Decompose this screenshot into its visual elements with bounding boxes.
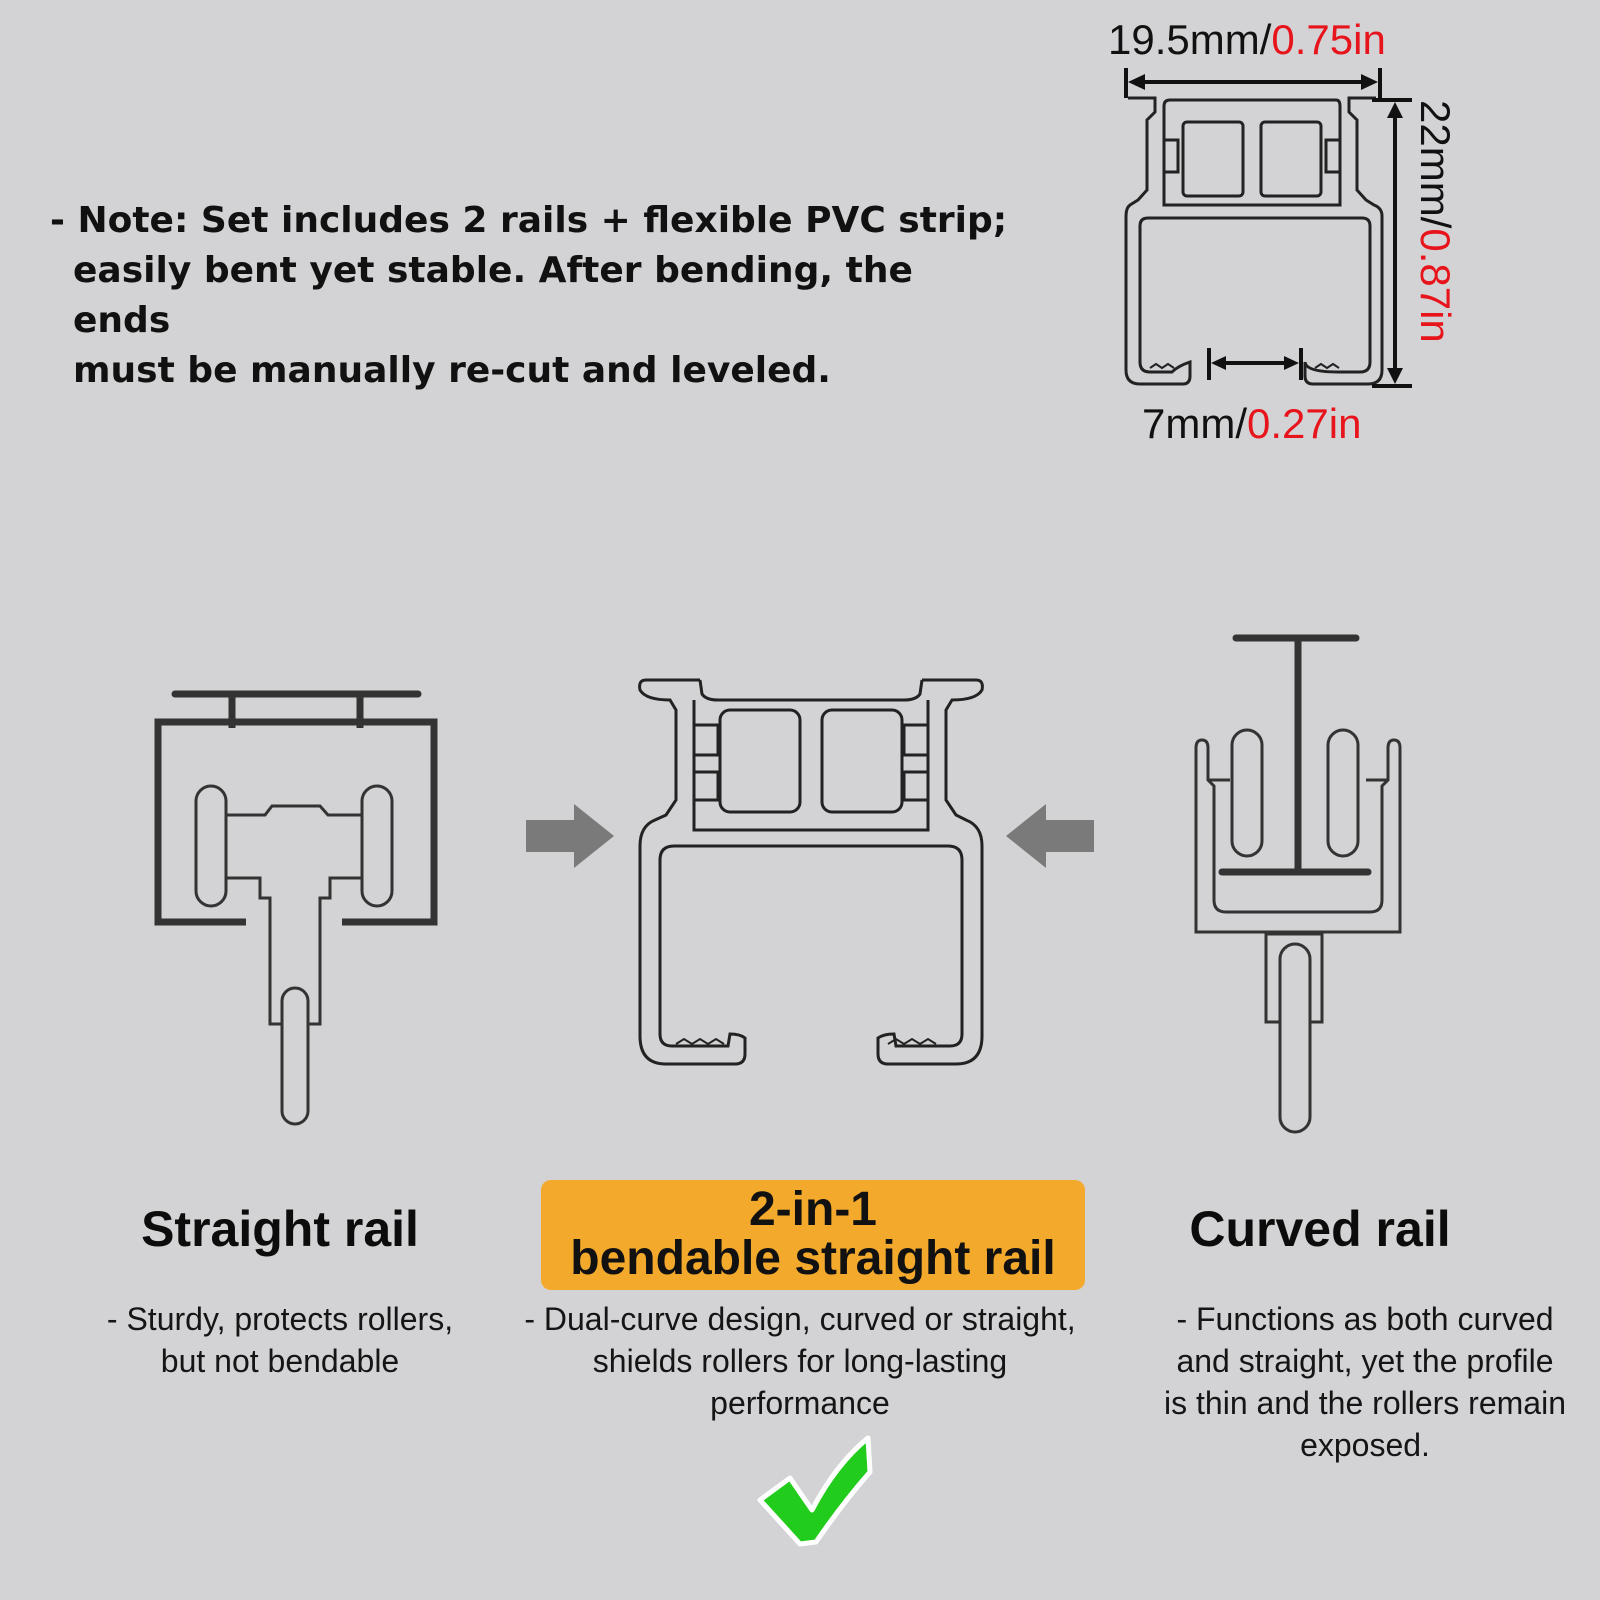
curved-desc-line-2: and straight, yet the profile <box>1176 1343 1554 1379</box>
dimension-profile-drawing <box>1124 96 1384 386</box>
width-mm: 19.5mm/ <box>1108 16 1272 63</box>
bendable-rail-title-line-2: bendable straight rail <box>570 1232 1056 1285</box>
bendable-desc-line-1: - Dual-curve design, curved or straight, <box>524 1301 1076 1337</box>
note-line-3: must be manually re-cut and leveled. <box>73 350 831 391</box>
bendable-rail-badge: 2-in-1 bendable straight rail <box>541 1180 1085 1290</box>
check-mark-icon <box>757 1435 873 1547</box>
bendable-rail-description: - Dual-curve design, curved or straight,… <box>500 1298 1100 1424</box>
gap-dimension-label: 7mm/0.27in <box>1142 400 1361 448</box>
arrow-left-icon <box>1006 804 1094 868</box>
curved-desc-line-4: exposed. <box>1300 1427 1430 1463</box>
straight-rail-description: - Sturdy, protects rollers, but not bend… <box>80 1298 480 1382</box>
bendable-desc-line-3: performance <box>710 1385 890 1421</box>
straight-rail-drawing <box>154 690 438 1126</box>
straight-desc-line-2: but not bendable <box>160 1343 400 1379</box>
note-text: - Note: Set includes 2 rails + flexible … <box>50 196 1010 396</box>
arrow-right-icon <box>526 804 614 868</box>
width-dimension-label: 19.5mm/0.75in <box>1108 16 1386 64</box>
note-line-2: easily bent yet stable. After bending, t… <box>73 250 913 341</box>
curved-rail-description: - Functions as both curved and straight,… <box>1130 1298 1600 1466</box>
bendable-rail-drawing <box>638 678 984 1066</box>
bendable-desc-line-2: shields rollers for long-lasting <box>592 1343 1008 1379</box>
straight-desc-line-1: - Sturdy, protects rollers, <box>106 1301 454 1337</box>
gap-mm: 7mm/ <box>1142 400 1247 447</box>
note-line-1: - Note: Set includes 2 rails + flexible … <box>50 200 1008 241</box>
curved-rail-drawing <box>1194 634 1402 1134</box>
curved-rail-title: Curved rail <box>1189 1201 1451 1257</box>
width-in: 0.75in <box>1271 16 1386 63</box>
curved-desc-line-3: is thin and the rollers remain <box>1164 1385 1566 1421</box>
curved-desc-line-1: - Functions as both curved <box>1176 1301 1554 1337</box>
gap-in: 0.27in <box>1247 400 1362 447</box>
dimension-arrows <box>1124 68 1412 388</box>
straight-rail-title: Straight rail <box>141 1201 419 1257</box>
bendable-rail-title-line-1: 2-in-1 <box>748 1183 877 1236</box>
